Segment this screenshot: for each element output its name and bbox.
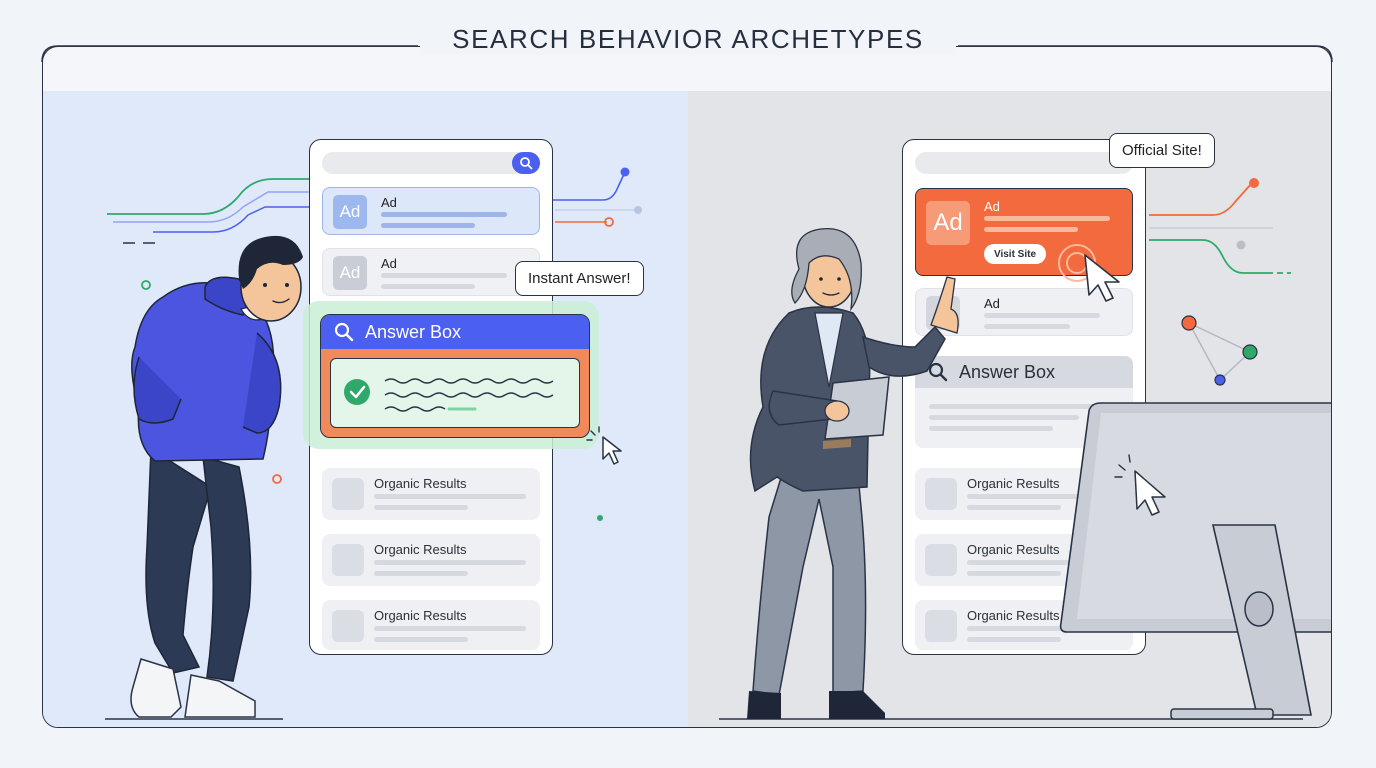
line [984,227,1078,232]
organic-result[interactable]: Organic Results [322,468,540,520]
search-icon [334,322,354,342]
organic-label: Organic Results [967,542,1060,557]
line [374,571,468,576]
businesswoman-illustration [747,227,959,719]
line [967,494,1119,499]
line [374,494,526,499]
line [374,560,526,565]
answer-content [330,358,580,428]
ad-label: Ad [984,199,1000,214]
line [381,284,475,289]
thumbnail [332,610,364,642]
organic-label: Organic Results [374,542,467,557]
answer-box-left[interactable]: Answer Box [320,314,590,438]
search-button[interactable] [512,152,540,174]
organic-label: Organic Results [967,608,1060,623]
search-input[interactable] [322,152,540,174]
line [374,626,526,631]
ad-card[interactable]: Ad Ad [322,248,540,296]
thumbnail [925,544,957,576]
line [984,313,1100,318]
ad-badge: Ad [926,201,970,245]
line [381,212,507,217]
thumbnail [332,478,364,510]
line [967,560,1119,565]
line [984,216,1110,221]
answer-box-header: Answer Box [321,315,589,349]
line [967,626,1119,631]
ad-badge: Ad [333,256,367,290]
organic-label: Organic Results [374,608,467,623]
page-title: SEARCH BEHAVIOR ARCHETYPES [420,24,956,55]
line [381,223,475,228]
ad-card[interactable]: Ad Ad [322,187,540,235]
line [929,426,1053,431]
line [929,404,1109,409]
title-wrap: SEARCH BEHAVIOR ARCHETYPES [0,24,1376,55]
speech-bubble: Instant Answer! [515,261,644,296]
organic-result[interactable]: Organic Results [322,600,540,650]
young-man-illustration [130,235,303,718]
line [984,324,1070,329]
cursor-icon [586,426,622,465]
organic-label: Organic Results [374,476,467,491]
frame: Ad Ad Ad Ad Organic Results Organic Resu… [42,46,1332,728]
speech-bubble: Official Site! [1109,133,1215,168]
search-icon [928,362,948,382]
answer-box-title: Answer Box [365,321,462,342]
monitor-and-cursors [1058,244,1331,720]
ad-badge: Ad [333,195,367,229]
line [929,415,1079,420]
organic-result[interactable]: Organic Results [322,534,540,586]
thumbnail [925,478,957,510]
line [374,637,468,642]
visit-site-button[interactable]: Visit Site [984,244,1046,264]
organic-label: Organic Results [967,476,1060,491]
line [967,505,1061,510]
answer-box-header: Answer Box [915,356,1133,388]
answer-box-title: Answer Box [959,361,1056,382]
ad-label: Ad [984,296,1000,311]
line [967,571,1061,576]
ad-label: Ad [381,195,397,210]
line [967,637,1061,642]
thumbnail [925,610,957,642]
line [381,273,507,278]
thumbnail [332,544,364,576]
search-icon [520,157,533,170]
featured-ad-card[interactable]: Ad Ad Visit Site [915,188,1133,276]
answer-lines [344,378,554,412]
search-input[interactable] [915,152,1133,174]
ad-label: Ad [381,256,397,271]
line [374,505,468,510]
answer-box-right[interactable]: Answer Box [915,356,1133,448]
